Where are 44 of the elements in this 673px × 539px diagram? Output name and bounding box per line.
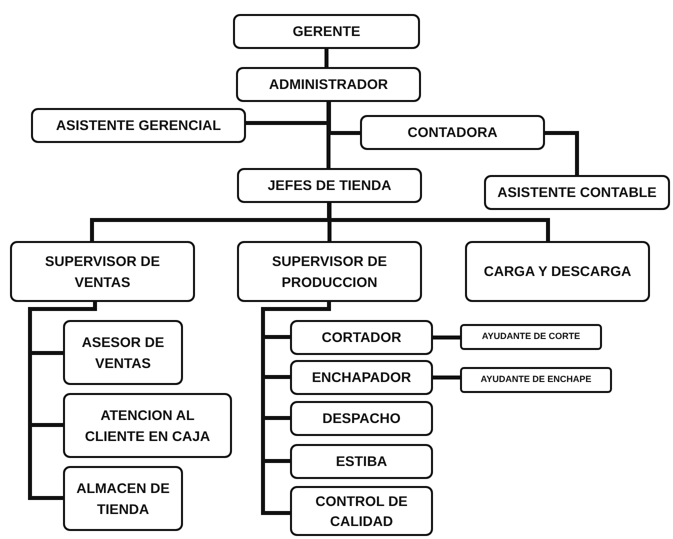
role-title: JEFES DE TIENDA: [268, 176, 392, 196]
org-box: [237, 241, 422, 302]
role-title: AYUDANTE DE ENCHAPE: [480, 373, 592, 386]
org-box: [290, 486, 433, 536]
role-title: CARGA Y DESCARGA: [484, 262, 632, 282]
org-box: [460, 367, 612, 393]
org-box: [465, 241, 650, 302]
org-box: [31, 108, 246, 143]
org-box: [484, 175, 670, 210]
role-title: ALMACEN DE TIENDA: [75, 479, 171, 518]
role-title: CONTADORA: [408, 123, 498, 142]
role-title: CORTADOR: [322, 328, 402, 348]
connector-line: [324, 49, 328, 67]
role-title: SUPERVISOR DE PRODUCCION: [271, 252, 388, 292]
role-title: ASESOR DE VENTAS: [80, 333, 166, 372]
org-box: [360, 115, 545, 150]
role-title: ASISTENTE CONTABLE: [497, 183, 657, 202]
org-box: [236, 67, 421, 102]
role-title: ENCHAPADOR: [312, 368, 412, 388]
role-title: ATENCION AL CLIENTE EN CAJA: [84, 406, 212, 446]
org-box: [290, 320, 433, 355]
org-box: [63, 466, 183, 531]
org-box: [290, 360, 433, 395]
role-title: ESTIBA: [336, 452, 388, 472]
org-box: [63, 320, 183, 385]
org-box: [10, 241, 195, 302]
role-title: ASISTENTE GERENCIAL: [56, 116, 221, 136]
org-box: [63, 393, 232, 458]
role-title: AYUDANTE DE CORTE: [482, 330, 580, 344]
role-title: CONTROL DE CALIDAD: [314, 492, 409, 531]
connector-line: [545, 131, 579, 175]
role-title: SUPERVISOR DE VENTAS: [44, 252, 161, 292]
connector-line: [326, 102, 330, 168]
org-box: [290, 401, 433, 436]
role-title: DESPACHO: [322, 409, 401, 428]
connector-line: [433, 376, 460, 380]
connector-line: [433, 336, 460, 340]
org-box: [290, 444, 433, 479]
org-box: [237, 168, 422, 203]
connector-line: [328, 203, 332, 241]
role-title: ADMINISTRADOR: [269, 75, 388, 94]
org-box: [233, 14, 420, 49]
role-title: GERENTE: [292, 22, 360, 42]
org-box: [460, 324, 602, 350]
